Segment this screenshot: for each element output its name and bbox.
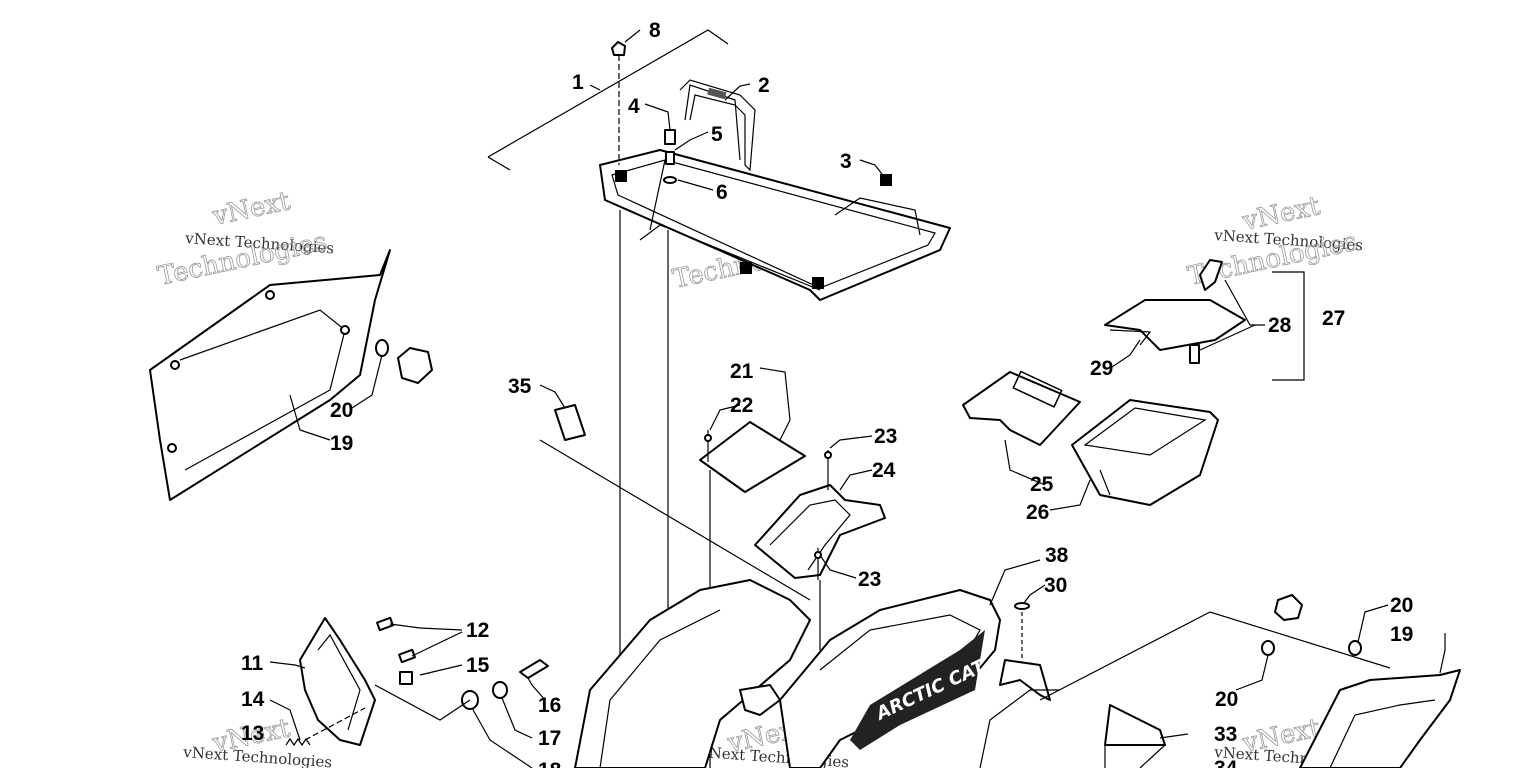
fasteners-12-15-16 (376, 616, 549, 710)
callout-3: 3 (840, 150, 852, 173)
watermark-line1: vNext (209, 186, 293, 232)
access-cover-21 (699, 421, 806, 493)
leader-lines (269, 29, 1446, 768)
callout-35: 35 (508, 375, 532, 398)
callout-14: 14 (241, 688, 265, 711)
callout-20-left: 20 (330, 399, 353, 422)
callout-2: 2 (758, 74, 770, 97)
bracket-24 (754, 484, 886, 579)
callout-20-right-top: 20 (1390, 594, 1413, 617)
storage-lid-25 (962, 370, 1081, 446)
callout-13: 13 (241, 722, 264, 745)
callout-28: 28 (1268, 314, 1292, 337)
callout-30: 30 (1044, 574, 1067, 597)
grommet-20-right (1261, 594, 1362, 656)
callout-21: 21 (730, 360, 754, 383)
callout-38: 38 (1045, 544, 1069, 567)
fasteners-28 (1189, 259, 1223, 364)
decal-33 (1104, 704, 1166, 746)
watermark-left: vNext vNext Technologies Technologies (155, 186, 335, 292)
callout-23-bottom: 23 (858, 568, 881, 591)
assembly-bracket-27 (1272, 271, 1305, 381)
callout-12: 12 (466, 619, 489, 642)
callout-16: 16 (538, 694, 561, 717)
callout-22: 22 (730, 394, 753, 417)
callout-15: 15 (466, 654, 490, 677)
callout-17: 17 (538, 727, 561, 750)
rear-fender-body: ARCTIC CAT (574, 579, 1060, 768)
callout-33: 33 (1214, 723, 1237, 746)
callout-29: 29 (1090, 357, 1113, 380)
callout-18: 18 (538, 759, 562, 768)
callout-27: 27 (1322, 307, 1345, 330)
right-side-panel (1299, 669, 1461, 768)
screw-22 (704, 430, 712, 462)
left-side-panel (149, 249, 391, 501)
washer-30 (1014, 602, 1030, 660)
rear-rack (599, 79, 951, 301)
callout-19-right: 19 (1390, 623, 1413, 646)
decal-35 (554, 404, 586, 441)
taillight-11 (299, 617, 376, 746)
callout-19-left: 19 (330, 432, 353, 455)
screws-23 (814, 450, 832, 580)
callout-11: 11 (241, 652, 264, 675)
grommet-20-left (375, 339, 433, 384)
callout-labels: 8 1 2 4 5 3 6 28 27 29 21 35 22 20 23 19… (241, 19, 1413, 768)
callout-26: 26 (1026, 501, 1049, 524)
callout-5: 5 (711, 123, 723, 146)
callout-25: 25 (1030, 473, 1054, 496)
callout-24: 24 (872, 459, 896, 482)
callout-4: 4 (628, 95, 640, 118)
assembly-bracket-1 (487, 29, 729, 158)
callout-1: 1 (572, 71, 584, 94)
storage-box-26 (1071, 399, 1219, 506)
callout-34: 34 (1214, 757, 1238, 768)
cover-29 (1104, 299, 1246, 351)
callout-8: 8 (649, 19, 661, 42)
callout-6: 6 (716, 181, 728, 204)
callout-23-top: 23 (874, 425, 897, 448)
callout-20-right-bottom: 20 (1215, 688, 1238, 711)
bolt-8 (611, 41, 626, 165)
